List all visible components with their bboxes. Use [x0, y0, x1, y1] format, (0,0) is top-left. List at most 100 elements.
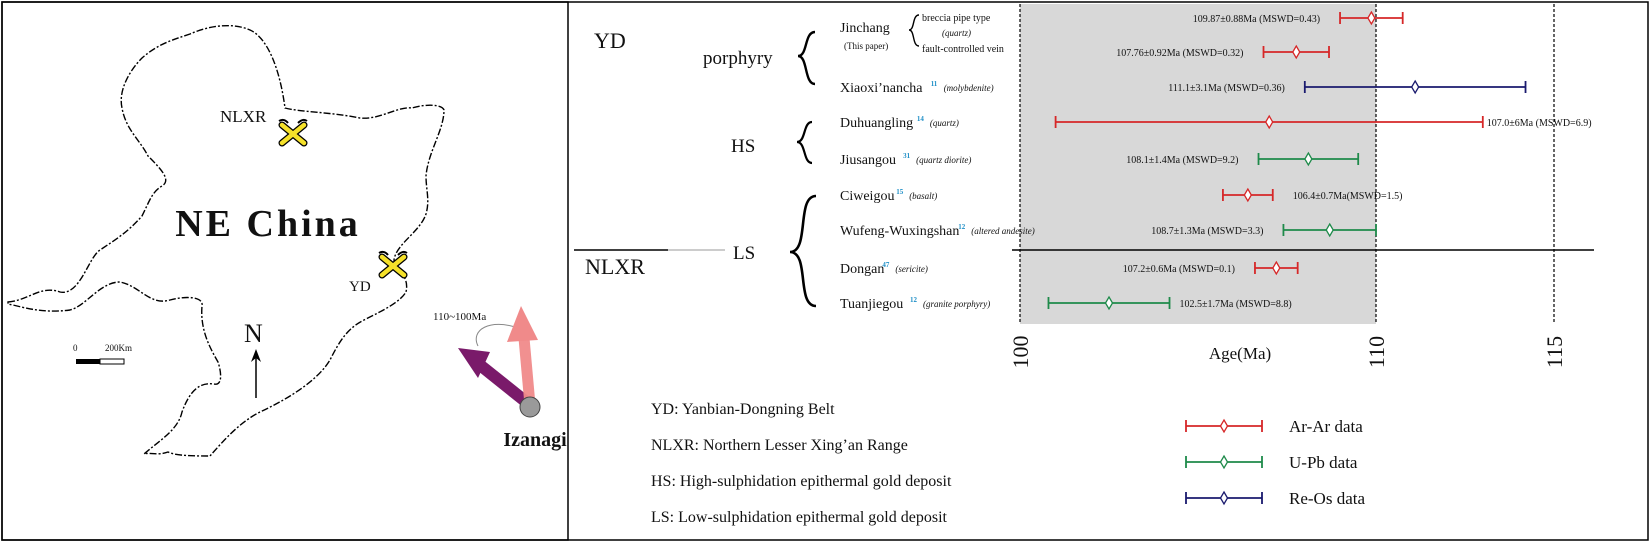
- brace-jinchang: [908, 14, 920, 47]
- reference-number: 15: [896, 188, 904, 196]
- age-marker: [1304, 151, 1313, 167]
- group-yd: YD: [594, 28, 626, 53]
- ne-china-outline: [7, 24, 445, 457]
- legend-entry: U-Pb data: [1185, 453, 1358, 472]
- scale-zero: 0: [73, 343, 78, 353]
- age-marker: [1410, 79, 1420, 95]
- age-record-row: Tuanjiegou 12 (granite porphyry) 102.5±1.7M…: [840, 295, 1292, 312]
- reference-number: 31: [903, 152, 911, 160]
- gold-mine-icon-yd: [378, 250, 408, 279]
- age-chart: YD NLXR porphyry HS LS Jinchang (This pa…: [574, 4, 1594, 526]
- tick-label-100: 100: [1008, 336, 1033, 369]
- age-marker: [1264, 114, 1274, 130]
- north-label: N: [244, 319, 263, 348]
- age-record-row: Jiusangou 31 (quartz diorite) 108.1±1.4Ma (…: [840, 151, 1360, 168]
- deposit-name: Tuanjiegou: [840, 297, 903, 312]
- deposit-name: Jiusangou: [840, 153, 896, 168]
- age-range-label: 110~100Ma: [433, 311, 486, 323]
- age-value-label: 107.2±0.6Ma (MSWD=0.1): [1123, 264, 1235, 275]
- abbreviation-item: HS: High-sulphidation epithermal gold de…: [651, 473, 952, 490]
- deposit-name: Duhuangling: [840, 116, 913, 131]
- age-value-label: 107.76±0.92Ma (MSWD=0.32): [1116, 48, 1243, 59]
- x-axis-label: Age(Ma): [1209, 344, 1271, 363]
- gold-mine-icon-nlxr: [278, 118, 308, 147]
- age-value-label: 108.1±1.4Ma (MSWD=9.2): [1126, 155, 1238, 166]
- age-record-row: 109.87±0.88Ma (MSWD=0.43): [1193, 10, 1404, 26]
- age-marker: [1325, 222, 1334, 238]
- jinchang-sub1-mineral: (quartz): [942, 28, 971, 38]
- age-value-label: 108.7±1.3Ma (MSWD=3.3): [1151, 226, 1263, 237]
- mineral-label: (quartz diorite): [916, 155, 971, 165]
- brace-porphyry: [797, 30, 816, 86]
- mineral-label: (molybdenite): [944, 83, 994, 93]
- mineral-label: (granite porphyry): [923, 299, 990, 309]
- jinchang-note: (This paper): [844, 41, 888, 51]
- group-nlxr: NLXR: [585, 254, 645, 279]
- reference-number: 14: [917, 115, 925, 123]
- deposit-name: Xiaoxi’nancha: [840, 81, 923, 96]
- deposit-name: Ciweigou: [840, 189, 894, 204]
- izanagi-label: Izanagi: [503, 429, 567, 451]
- age-value-label: 111.1±3.1Ma (MSWD=0.36): [1168, 83, 1285, 94]
- age-marker: [1367, 10, 1376, 26]
- age-value-label: 107.0±6Ma (MSWD=6.9): [1487, 118, 1592, 129]
- reference-number: 47: [882, 261, 890, 269]
- mineral-label: (quartz): [930, 118, 959, 128]
- legend-entry: Ar-Ar data: [1185, 417, 1363, 436]
- legend-label: Re-Os data: [1289, 489, 1365, 508]
- legend-entry: Re-Os data: [1185, 489, 1365, 508]
- legend-swatch-marker: [1219, 454, 1229, 470]
- tick-label-115: 115: [1542, 336, 1567, 368]
- reference-number: 12: [958, 223, 966, 231]
- north-arrow-icon: N: [244, 319, 263, 398]
- abbreviation-item: YD: Yanbian-Dongning Belt: [651, 401, 835, 418]
- age-marker: [1292, 44, 1301, 60]
- deposit-name: Dongan: [840, 262, 884, 277]
- legend-swatch-marker: [1219, 418, 1229, 434]
- legend-label: Ar-Ar data: [1289, 417, 1363, 436]
- age-record-row: Xiaoxi’nancha 11 (molybdenite) 111.1±3.1Ma …: [840, 79, 1527, 96]
- yd-map-label: YD: [349, 279, 371, 295]
- abbreviation-item: NLXR: Northern Lesser Xing’an Range: [651, 437, 908, 454]
- age-record-row: Duhuangling 14 (quartz) 107.0±6Ma (MSWD=6.9…: [840, 114, 1592, 131]
- age-value-label: 106.4±0.7Ma(MSWD=1.5): [1293, 191, 1403, 202]
- reference-number: 11: [931, 80, 938, 88]
- map-title: NE China: [175, 203, 361, 245]
- mineral-label: (sericite): [895, 264, 927, 274]
- age-value-label: 102.5±1.7Ma (MSWD=8.8): [1180, 299, 1292, 310]
- brace-hs: [796, 120, 813, 165]
- group-porphyry: porphyry: [703, 48, 773, 69]
- age-value-label: 109.87±0.88Ma (MSWD=0.43): [1193, 14, 1320, 25]
- legend-label: U-Pb data: [1289, 453, 1358, 472]
- age-records: 109.87±0.88Ma (MSWD=0.43) 107.76±0.92Ma (…: [840, 10, 1592, 312]
- jinchang-sub1: breccia pipe type: [922, 13, 991, 24]
- group-ls: LS: [733, 243, 755, 264]
- reference-number: 12: [910, 296, 918, 304]
- scale-bar: 0 200Km: [73, 343, 132, 365]
- jinchang-sub2: fault-controlled vein: [922, 44, 1004, 55]
- age-marker: [1243, 187, 1253, 203]
- age-marker: [1272, 260, 1281, 276]
- scale-distance: 200Km: [105, 343, 132, 353]
- age-record-row: 107.76±0.92Ma (MSWD=0.32): [1116, 44, 1330, 60]
- legend-swatch-marker: [1219, 490, 1229, 506]
- deposit-name: Wufeng-Wuxingshan: [840, 224, 959, 239]
- age-marker: [1104, 295, 1114, 311]
- map-panel-border: [1, 1, 569, 541]
- shaded-age-range: [1020, 4, 1376, 324]
- mineral-label: (basalt): [909, 191, 937, 201]
- plate-motion-arrow-icon: 110~100Ma Izanagi: [433, 306, 567, 451]
- brace-ls: [789, 194, 817, 308]
- nlxr-map-label: NLXR: [220, 107, 267, 126]
- tick-label-110: 110: [1364, 336, 1389, 368]
- map-panel: NE China NLXR YD 0 200Km N: [7, 24, 567, 457]
- group-hs: HS: [731, 136, 755, 157]
- jinchang-name: Jinchang: [840, 21, 890, 36]
